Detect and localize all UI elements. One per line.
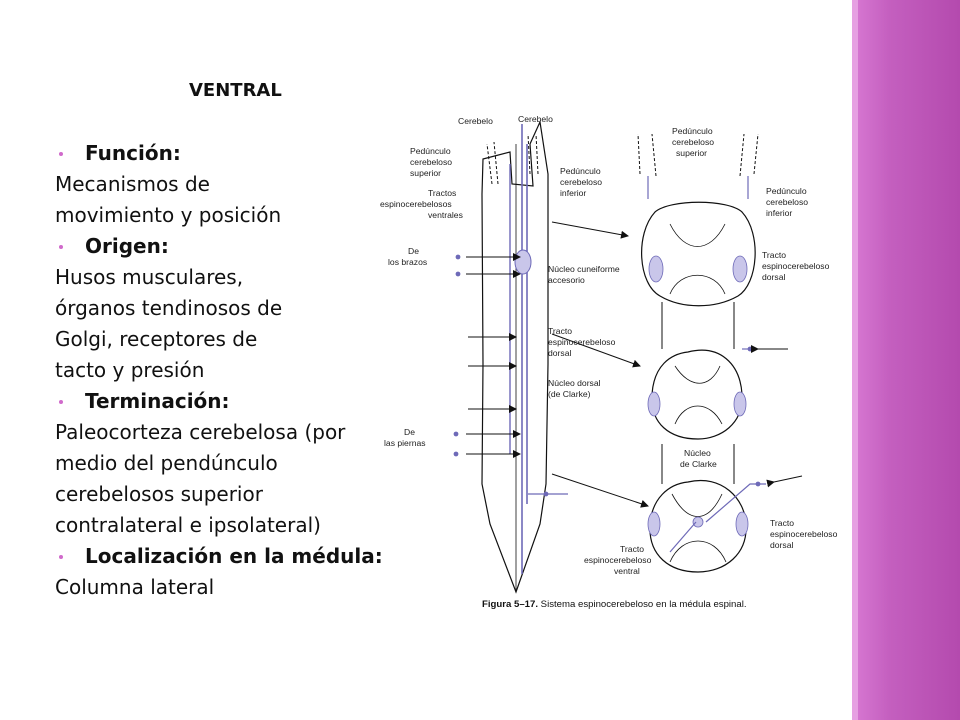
label-ped-sup-1: Pedúnculo	[410, 146, 451, 156]
bullet-dot-icon	[59, 244, 63, 249]
body-text-line: órganos tendinosos de	[55, 296, 283, 320]
slide-text-body: Función: Mecanismos de movimiento y posici…	[55, 138, 395, 603]
label-brazos-2: los brazos	[388, 257, 427, 267]
body-text-line: Golgi, receptores de	[55, 327, 258, 351]
figure-caption-text: Sistema espinocerebeloso en la médula es…	[541, 599, 747, 610]
figure-caption-label: Figura 5–17.	[482, 599, 538, 610]
label-tracto-ventral-3: ventral	[614, 566, 640, 576]
label-brazos-1: De	[408, 246, 419, 256]
label-tracto-right-1: Tracto	[762, 250, 786, 260]
bullet-heading: Localización en la médula:	[55, 541, 395, 572]
bullet-heading: Función:	[55, 138, 395, 169]
bullet-dot-icon	[59, 151, 63, 156]
label-cerebelo-right: Cerebelo	[518, 114, 553, 124]
bullet-heading: Origen:	[55, 231, 395, 262]
decorative-side-bar	[852, 0, 960, 720]
label-ped-inf-right-2: cerebeloso	[766, 197, 808, 207]
spinocerebellar-diagram: Cerebelo Cerebelo Pedúnculo cerebeloso s…	[370, 104, 850, 619]
label-tracto-bottom-1: Tracto	[770, 518, 794, 528]
cross-sections	[637, 133, 803, 573]
bullet-text: Terminación:	[85, 389, 230, 413]
longitudinal-cord	[453, 119, 649, 594]
label-tractos-2: espinocerebelosos	[380, 199, 452, 209]
body-text-line: Mecanismos de	[55, 172, 210, 196]
label-ped-sup-3: superior	[410, 168, 441, 178]
label-ped-inf-2: cerebeloso	[560, 177, 602, 187]
body-text-line: contralateral e ipsolateral)	[55, 513, 321, 537]
label-tracto-mid-1: Tracto	[548, 326, 572, 336]
label-nucleo-dorsal-1: Núcleo dorsal	[548, 378, 601, 388]
bullet-text: Función:	[85, 141, 181, 165]
label-cuneiforme-2: accesorio	[548, 275, 585, 285]
body-text-line: cerebelosos superior	[55, 482, 263, 506]
label-clarke-1: Núcleo	[684, 448, 711, 458]
label-ped-inf-3: inferior	[560, 188, 586, 198]
label-nucleo-dorsal-2: (de Clarke)	[548, 389, 591, 399]
bullet-text: Localización en la médula:	[85, 544, 383, 568]
label-tracto-bottom-3: dorsal	[770, 540, 793, 550]
label-piernas-1: De	[404, 427, 415, 437]
label-tracto-bottom-2: espinocerebeloso	[770, 529, 838, 539]
label-tracto-mid-3: dorsal	[548, 348, 571, 358]
label-ped-sup-right-1: Pedúnculo	[672, 126, 713, 136]
label-tracto-right-3: dorsal	[762, 272, 785, 282]
bullet-heading: Terminación:	[55, 386, 395, 417]
body-text-line: Paleocorteza cerebelosa (por	[55, 420, 346, 444]
label-ped-inf-right-3: inferior	[766, 208, 792, 218]
label-ped-sup-right-2: cerebeloso	[672, 137, 714, 147]
label-ped-sup-2: cerebeloso	[410, 157, 452, 167]
bullet-text: Origen:	[85, 234, 169, 258]
body-text-line: Columna lateral	[55, 575, 215, 599]
label-clarke-2: de Clarke	[680, 459, 717, 469]
body-text-line: movimiento y posición	[55, 203, 282, 227]
label-tracto-mid-2: espinocerebeloso	[548, 337, 616, 347]
slide-heading: VENTRAL	[189, 80, 282, 101]
diagram-labels: Cerebelo Cerebelo Pedúnculo cerebeloso s…	[380, 114, 838, 610]
bullet-dot-icon	[59, 399, 63, 404]
figure-caption: Figura 5–17. Sistema espinocerebeloso en…	[482, 599, 747, 610]
label-piernas-2: las piernas	[384, 438, 426, 448]
body-text-line: Husos musculares,	[55, 265, 244, 289]
label-ped-inf-1: Pedúnculo	[560, 166, 601, 176]
label-cuneiforme-1: Núcleo cuneiforme	[548, 264, 620, 274]
label-tracto-ventral-1: Tracto	[620, 544, 644, 554]
label-ped-inf-right-1: Pedúnculo	[766, 186, 807, 196]
label-cerebelo-left: Cerebelo	[458, 116, 493, 126]
label-tracto-right-2: espinocerebeloso	[762, 261, 830, 271]
label-tractos-3: ventrales	[428, 210, 463, 220]
label-ped-sup-right-3: superior	[676, 148, 707, 158]
label-tracto-ventral-2: espinocerebeloso	[584, 555, 652, 565]
bullet-dot-icon	[59, 554, 63, 559]
label-tractos-1: Tractos	[428, 188, 456, 198]
body-text-line: medio del pendúnculo	[55, 451, 278, 475]
body-text-line: tacto y presión	[55, 358, 205, 382]
